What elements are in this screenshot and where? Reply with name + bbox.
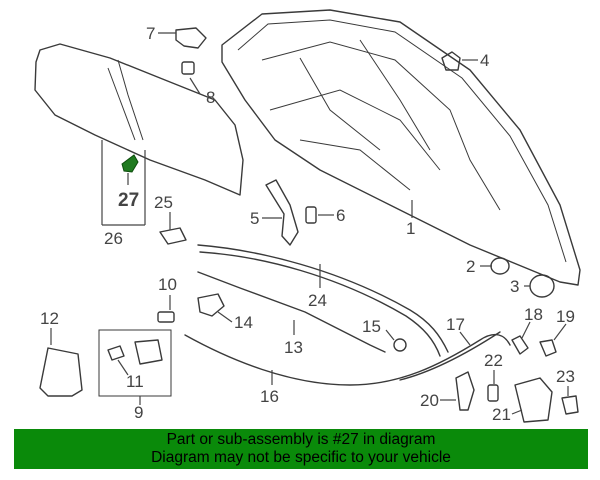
callout-3: 3 [510, 277, 519, 296]
callout-22: 22 [484, 351, 503, 370]
callout-11: 11 [126, 372, 144, 391]
parts-diagram: 7 8 4 1 5 6 2 3 27 25 26 10 14 24 13 15 … [34, 9, 581, 424]
callout-23: 23 [556, 367, 575, 386]
callout-5: 5 [250, 209, 259, 228]
hood-insulator [34, 43, 244, 196]
info-banner: Part or sub-assembly is #27 in diagram D… [14, 429, 588, 469]
callout-10: 10 [158, 275, 177, 294]
callout-2: 2 [466, 257, 475, 276]
callout-12: 12 [40, 309, 59, 328]
small-parts [39, 27, 579, 423]
callout-24: 24 [308, 291, 327, 310]
part-27-clip [121, 154, 139, 173]
hood-panel [221, 9, 581, 286]
callout-9: 9 [134, 403, 143, 422]
callout-6: 6 [336, 206, 345, 225]
callout-17: 17 [446, 315, 465, 334]
callout-19: 19 [556, 307, 575, 326]
callout-8: 8 [206, 88, 215, 107]
callout-14: 14 [234, 313, 253, 332]
callout-20: 20 [420, 391, 439, 410]
callout-1: 1 [406, 219, 415, 238]
leader-lines [50, 32, 569, 415]
callout-27: 27 [118, 190, 139, 211]
callout-25: 25 [154, 193, 173, 212]
callout-13: 13 [284, 338, 303, 357]
callout-16: 16 [260, 387, 279, 406]
callout-4: 4 [480, 51, 489, 70]
callout-18: 18 [524, 305, 543, 324]
callout-21: 21 [492, 405, 511, 424]
callout-7: 7 [146, 24, 155, 43]
callout-26: 26 [104, 229, 123, 248]
callout-15: 15 [362, 317, 381, 336]
callout-labels: 7 8 4 1 5 6 2 3 27 25 26 10 14 24 13 15 … [40, 24, 575, 424]
banner-line-1: Part or sub-assembly is #27 in diagram [166, 431, 436, 448]
banner-line-2: Diagram may not be specific to your vehi… [151, 449, 451, 466]
